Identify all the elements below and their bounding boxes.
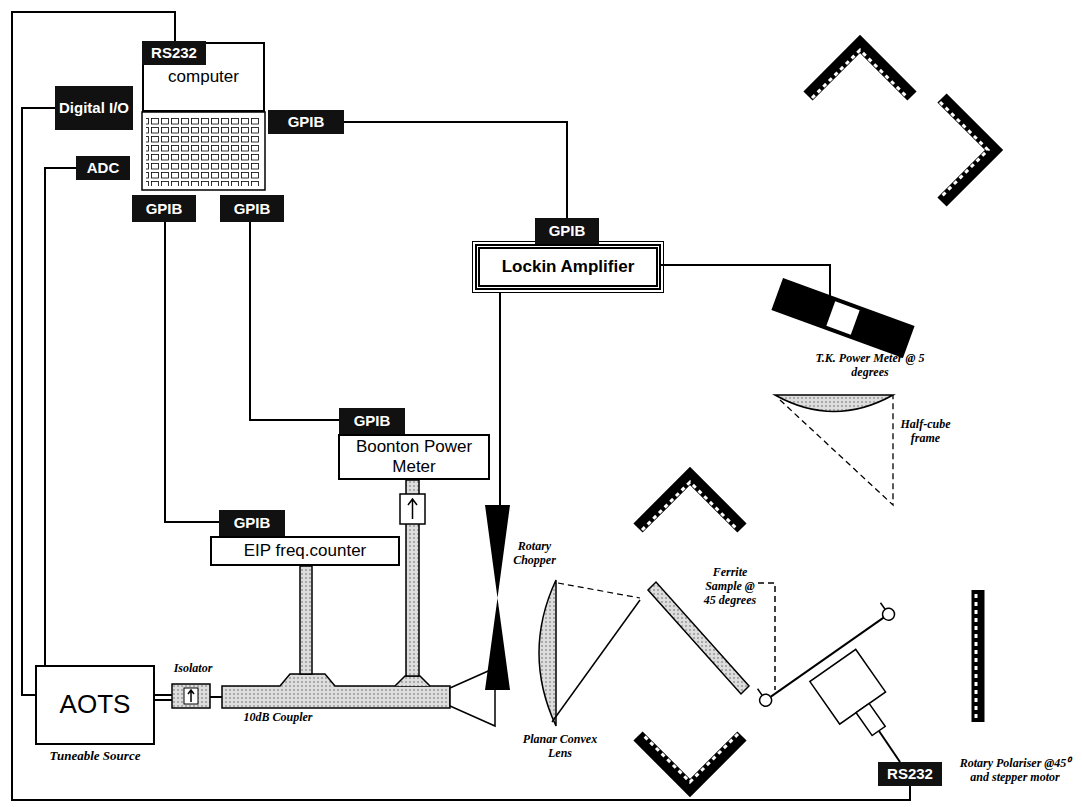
part-label: Isolator [163, 662, 223, 676]
rotary-chopper [485, 505, 510, 690]
beam-line [552, 600, 640, 722]
port-label: RS232 [878, 762, 942, 786]
source-box: AOTSTuneable Source [35, 665, 155, 745]
box-text: Digital I/O [59, 99, 129, 116]
instrument-box: Boonton Power Meter [338, 434, 490, 480]
absorber [638, 734, 742, 788]
cable [45, 168, 76, 665]
port-label: GPIB [339, 408, 405, 434]
part-label: T.K. Power Meter @ 5 degrees [815, 352, 925, 380]
box-text: AOTS [60, 690, 131, 720]
cable [12, 12, 910, 800]
port-label: Digital I/O [55, 86, 133, 130]
motor-shaft [879, 731, 900, 762]
part-label: 10dB Coupler [228, 711, 328, 725]
box-text: GPIB [234, 514, 271, 531]
absorber [976, 590, 978, 722]
absorber [638, 476, 742, 530]
port-label: ADC [76, 156, 130, 180]
instrument-box: Lockin Amplifier [475, 244, 661, 290]
beam-line [558, 583, 640, 598]
part-label: Rotary Chopper [507, 540, 562, 568]
box-text: Lockin Amplifier [502, 257, 635, 277]
box-text: GPIB [234, 200, 271, 217]
box-text: GPIB [354, 412, 391, 429]
port-label: GPIB [220, 195, 284, 222]
cable [165, 222, 219, 522]
port-label: GPIB [535, 218, 599, 244]
part-label: Ferrite Sample @ 45 degrees [700, 566, 760, 607]
beam-line [758, 583, 775, 690]
box-text: GPIB [288, 113, 325, 130]
port-label: GPIB [132, 195, 196, 222]
part-label: Rotary Polariser @45⁰ and stepper motor [952, 757, 1078, 785]
absorber [808, 44, 912, 98]
cable [22, 108, 55, 695]
box-text: Boonton Power Meter [346, 437, 482, 476]
box-text: GPIB [549, 222, 586, 239]
box-text: EIP freq.counter [244, 541, 367, 561]
port-label: RS232 [142, 41, 206, 64]
instrument-box: EIP freq.counter [210, 536, 400, 566]
cable [250, 222, 339, 420]
box-text: GPIB [146, 200, 183, 217]
part-label: Half-cube frame [898, 418, 953, 446]
cable [344, 122, 567, 218]
signal-wire [499, 293, 501, 505]
box-text: ADC [87, 159, 120, 176]
port-label: GPIB [268, 110, 344, 134]
box-text: RS232 [887, 765, 933, 782]
waveguide-chain [155, 480, 495, 726]
keyboard [142, 112, 265, 190]
box-caption: Tuneable Source [17, 748, 173, 764]
box-text: RS232 [151, 44, 197, 61]
absorber [940, 98, 994, 202]
convex-lens [539, 580, 556, 726]
box-text: computer [168, 67, 239, 87]
tk-power-meter [771, 278, 914, 358]
rotary-polariser [753, 599, 945, 777]
half-cube-frame [775, 395, 893, 505]
port-label: GPIB [219, 510, 285, 536]
part-label: Planar Convex Lens [515, 733, 605, 761]
